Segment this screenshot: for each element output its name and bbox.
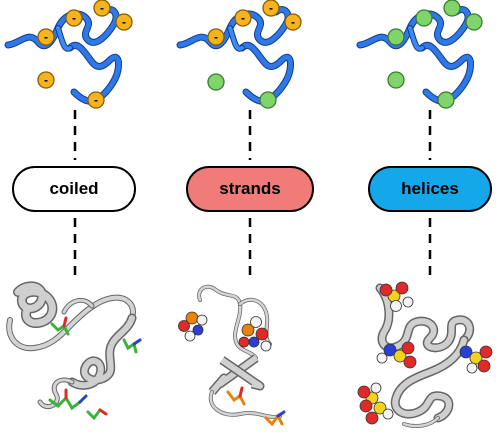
neutral-bead bbox=[207, 73, 225, 91]
svg-text:-: - bbox=[72, 11, 76, 25]
svg-text:-: - bbox=[100, 1, 104, 15]
neutral-bead bbox=[387, 28, 405, 46]
neutral-beads-helices bbox=[387, 0, 483, 109]
label-helices: helices bbox=[368, 166, 492, 212]
charge-beads-coiled: - - - - - - bbox=[37, 0, 133, 109]
neutral-bead bbox=[259, 91, 277, 109]
structure-ribbon-coiled bbox=[6, 281, 137, 409]
svg-text:-: - bbox=[291, 15, 295, 29]
neutral-bead bbox=[465, 13, 483, 31]
charge-bead: - bbox=[37, 28, 55, 46]
panel-helices bbox=[357, 0, 493, 428]
svg-text:-: - bbox=[241, 11, 245, 25]
side-chain-sticks-coiled bbox=[48, 316, 142, 421]
charge-beads-strands: - - - - bbox=[207, 0, 302, 109]
charge-bead: - bbox=[284, 13, 302, 31]
svg-text:-: - bbox=[44, 73, 48, 87]
peptide-chain-strands bbox=[180, 10, 291, 102]
peptide-chain-coiled bbox=[8, 10, 119, 102]
charge-bead: - bbox=[65, 9, 83, 27]
charge-bead: - bbox=[234, 9, 252, 27]
panel-strands: - - - - bbox=[178, 0, 302, 427]
neutral-bead bbox=[387, 71, 405, 89]
neutral-bead bbox=[415, 9, 433, 27]
charge-bead: - bbox=[115, 13, 133, 31]
svg-text:-: - bbox=[214, 30, 218, 44]
label-coiled: coiled bbox=[12, 166, 136, 212]
svg-text:-: - bbox=[94, 93, 98, 107]
label-strands: strands bbox=[186, 166, 314, 212]
svg-text:-: - bbox=[269, 1, 273, 15]
neutral-bead bbox=[437, 91, 455, 109]
charge-bead: - bbox=[93, 0, 111, 17]
neutral-bead bbox=[443, 0, 461, 17]
side-chain-spheres-helices bbox=[357, 281, 493, 425]
peptide-chain-helices bbox=[360, 10, 471, 102]
structure-ribbon-helices bbox=[375, 283, 475, 428]
charge-bead: - bbox=[262, 0, 280, 17]
panel-coiled: - - - - - - bbox=[6, 0, 142, 421]
charge-bead: - bbox=[37, 71, 55, 89]
side-chain-sticks-strands bbox=[226, 386, 286, 427]
svg-text:-: - bbox=[122, 15, 126, 29]
charge-bead: - bbox=[87, 91, 105, 109]
svg-text:-: - bbox=[44, 30, 48, 44]
charge-bead: - bbox=[207, 28, 225, 46]
side-chain-spheres-strands bbox=[178, 311, 272, 352]
